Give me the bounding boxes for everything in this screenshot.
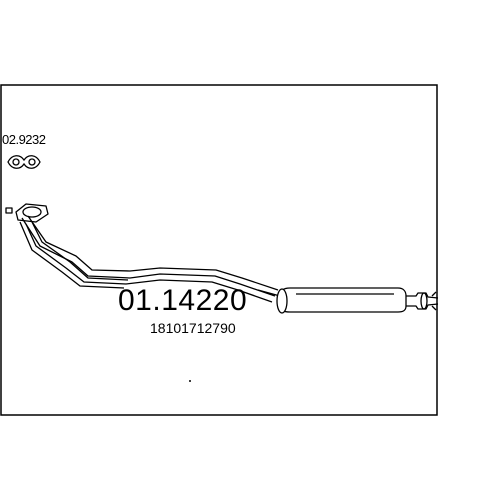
gasket-part-label: 02.9232 <box>2 132 46 147</box>
gasket-icon <box>7 155 41 169</box>
dot-mark <box>189 380 191 382</box>
diagram-border <box>0 84 438 416</box>
exhaust-pipe-icon <box>5 203 439 314</box>
oem-number: 18101712790 <box>150 320 236 336</box>
part-number: 01.14220 <box>118 284 248 317</box>
